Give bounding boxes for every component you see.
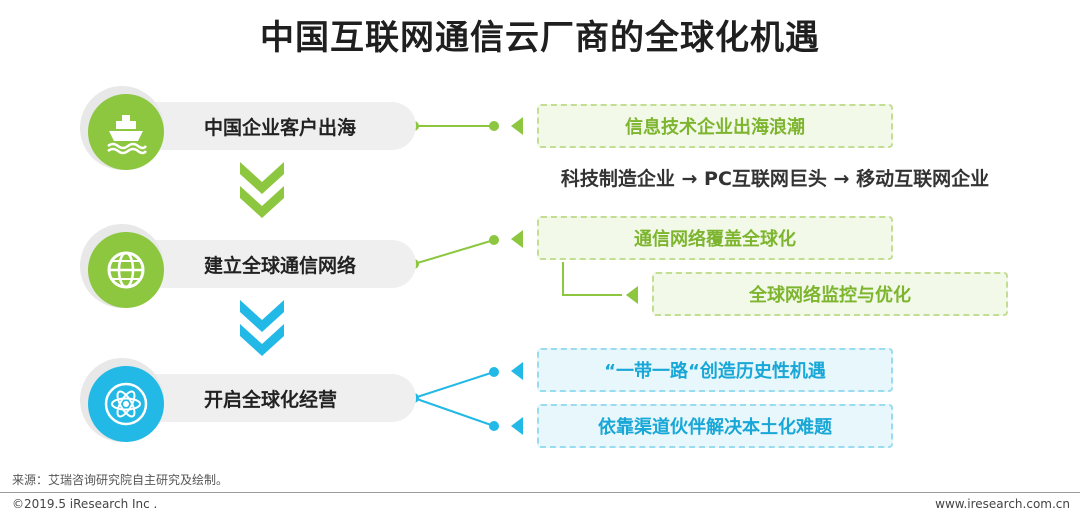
- website-link[interactable]: www.iresearch.com.cn: [935, 497, 1070, 511]
- box-text: “一带一路“创造历史性机遇: [604, 361, 826, 382]
- connector-elbow: [562, 262, 622, 296]
- connector-dot: [489, 421, 499, 431]
- page-title: 中国互联网通信云厂商的全球化机遇: [260, 18, 820, 58]
- box-pointer: [511, 417, 523, 435]
- box-localization-partners: 依靠渠道伙伴解决本土化难题: [537, 404, 893, 448]
- box-pointer: [511, 230, 523, 248]
- connector-line: [413, 397, 495, 427]
- atom-icon: [88, 366, 164, 442]
- ship-icon: [88, 94, 164, 170]
- chevron-down-icon: [240, 300, 284, 356]
- connector-line: [413, 371, 495, 399]
- box-text: 通信网络覆盖全球化: [634, 229, 796, 250]
- connector-dot: [489, 367, 499, 377]
- box-text: 依靠渠道伙伴解决本土化难题: [598, 417, 832, 438]
- stage-icon-wrap-2: [80, 224, 164, 308]
- chevron-down-icon: [240, 162, 284, 218]
- stage-icon-wrap-3: [80, 358, 164, 442]
- connector-dot: [489, 121, 499, 131]
- box-pointer: [511, 362, 523, 380]
- box-network-coverage: 通信网络覆盖全球化: [537, 216, 893, 260]
- connector-line: [413, 239, 495, 265]
- box-pointer: [511, 117, 523, 135]
- stage-label: 中国企业客户出海: [204, 116, 357, 139]
- connector-dot: [489, 235, 499, 245]
- footer-divider: [0, 492, 1080, 493]
- industry-flow-text: 科技制造企业 → PC互联网巨头 → 移动互联网企业: [560, 168, 990, 190]
- box-belt-and-road: “一带一路“创造历史性机遇: [537, 348, 893, 392]
- box-pointer: [626, 286, 638, 304]
- box-network-monitoring: 全球网络监控与优化: [652, 272, 1008, 316]
- box-it-outbound-wave: 信息技术企业出海浪潮: [537, 104, 893, 148]
- box-text: 全球网络监控与优化: [749, 285, 911, 306]
- copyright-text: ©2019.5 iResearch Inc .: [12, 497, 158, 511]
- stage-label: 开启全球化经营: [204, 388, 338, 411]
- source-note: 来源：艾瑞咨询研究院自主研究及绘制。: [12, 473, 229, 487]
- stage-icon-wrap-1: [80, 86, 164, 170]
- globe-icon: [88, 232, 164, 308]
- stage-label: 建立全球通信网络: [204, 254, 357, 277]
- box-text: 信息技术企业出海浪潮: [625, 117, 805, 138]
